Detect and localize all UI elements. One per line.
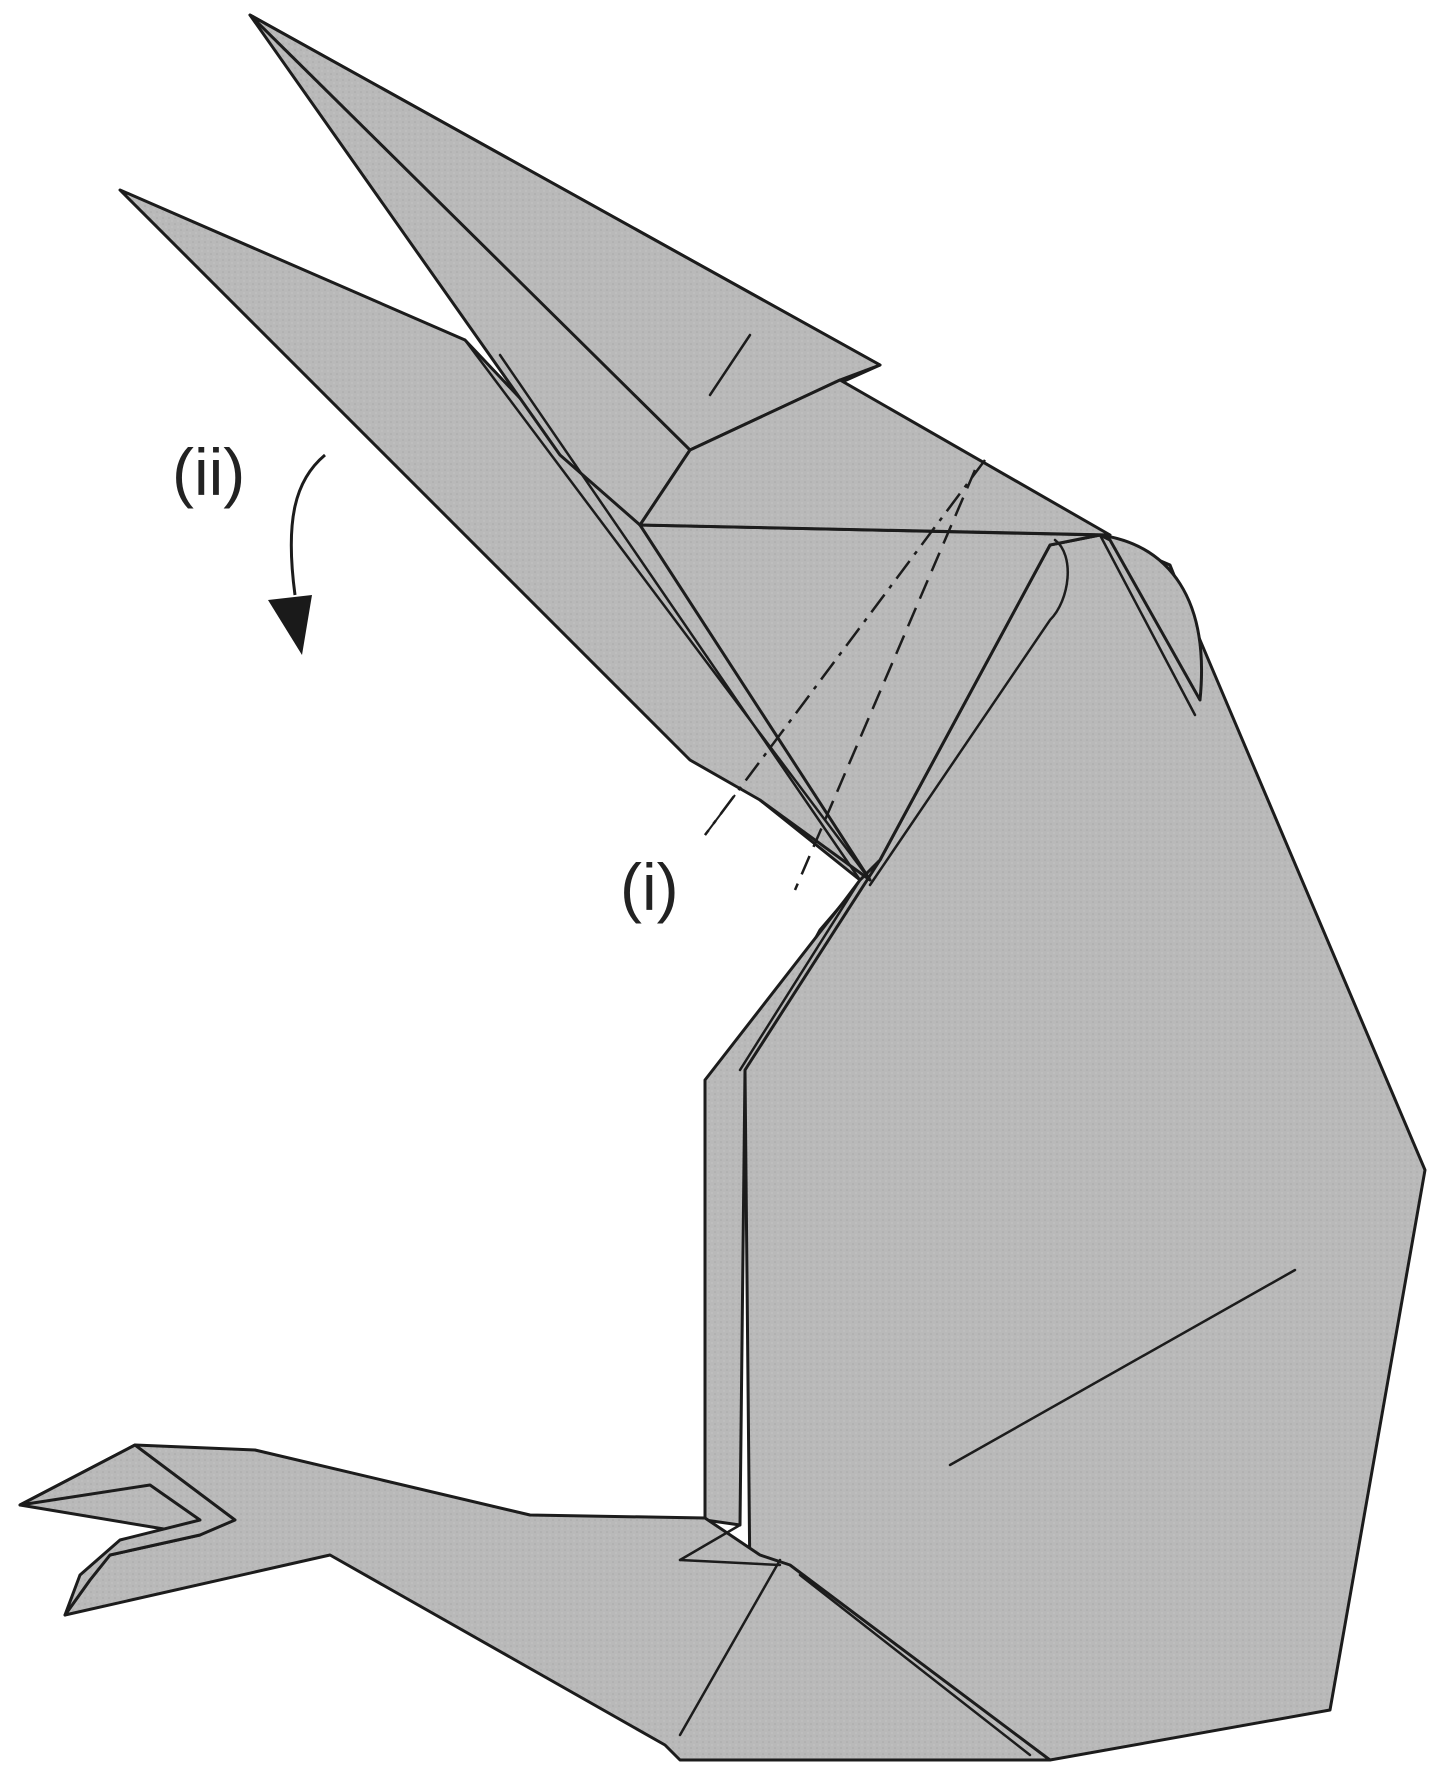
label-i-leader — [705, 795, 735, 835]
step-label-i: (i) — [620, 850, 679, 924]
fold-arrow — [291, 455, 325, 595]
step-label-ii: (ii) — [172, 435, 245, 509]
arrow-head-icon — [268, 595, 312, 655]
